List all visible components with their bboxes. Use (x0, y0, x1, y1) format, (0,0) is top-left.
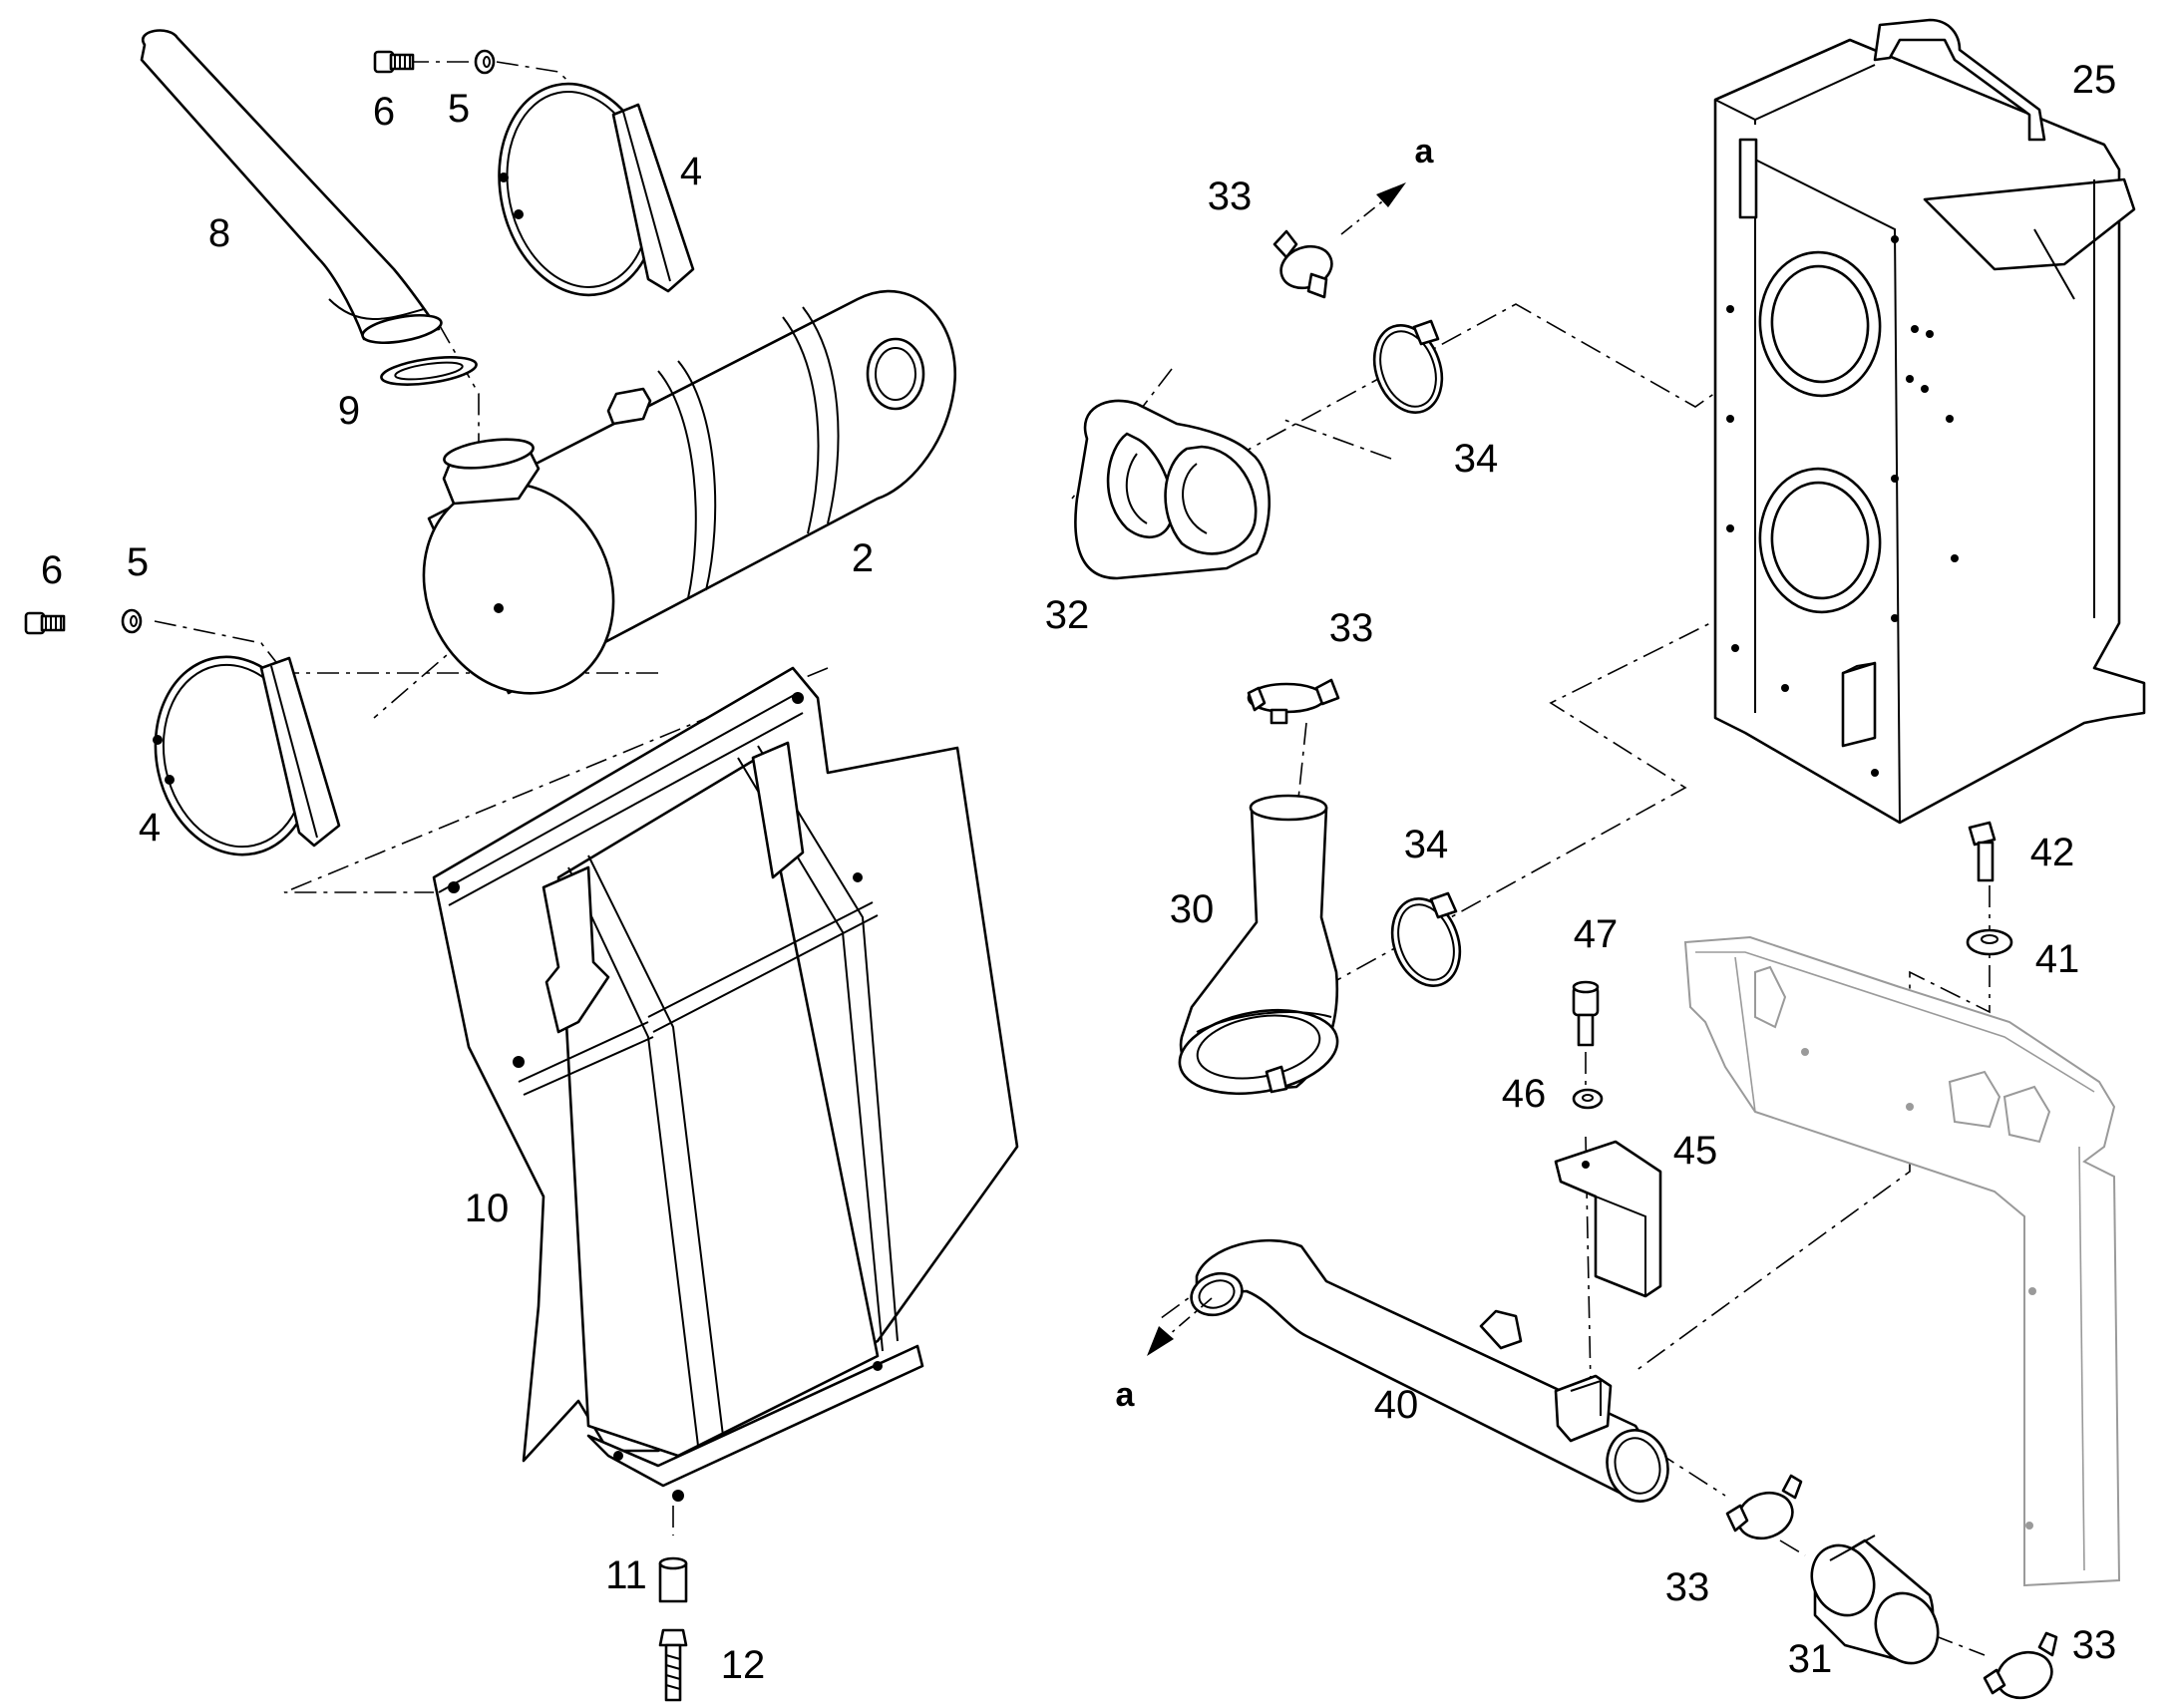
callout-5-left: 5 (127, 540, 149, 584)
callout-4-lower: 4 (139, 806, 161, 850)
chassis-bracket-context (1683, 935, 2121, 1587)
heat-shield-bracket-part-10 (432, 666, 1019, 1502)
washer-part-46 (1572, 1088, 1604, 1110)
callout-41: 41 (2035, 937, 2080, 981)
band-clamp-part-4-lower (153, 655, 341, 856)
callout-45: 45 (1673, 1129, 1718, 1173)
elbow-pipe-part-30 (1178, 794, 1339, 1096)
flow-label-a-bottom: a (1116, 1376, 1136, 1414)
flow-arrow-a-top (1340, 182, 1406, 235)
callout-4-top: 4 (680, 150, 702, 193)
flow-label-a-top: a (1415, 133, 1435, 171)
tail-pipe-part-8 (140, 29, 443, 345)
flow-arrow-a-bottom (1147, 1297, 1213, 1356)
bolt-part-6-left (24, 611, 66, 635)
callout-6-left: 6 (41, 548, 63, 592)
callout-42: 42 (2030, 831, 2075, 874)
callout-8: 8 (208, 211, 230, 255)
spacer-part-11 (658, 1556, 688, 1603)
callout-5-top: 5 (448, 87, 470, 131)
callout-31: 31 (1788, 1637, 1833, 1681)
washer-part-41 (1966, 928, 2013, 956)
y-pipe-part-32 (1074, 399, 1272, 580)
washer-part-5-left (121, 608, 143, 634)
hose-clamp-part-33-right (1983, 1631, 2058, 1700)
band-clamp-part-4-top (498, 82, 695, 297)
housing-part-25 (1713, 18, 2146, 825)
callout-labels: 8 6 5 4 9 2 6 5 4 10 11 12 33 34 32 33 3… (41, 58, 2116, 1687)
callout-2: 2 (852, 536, 874, 580)
callout-12: 12 (721, 1643, 766, 1687)
callout-34-top: 34 (1454, 437, 1499, 481)
hose-clamp-part-34-mid (1390, 891, 1462, 987)
callout-46: 46 (1502, 1072, 1547, 1116)
hose-clamp-part-33-mid (1247, 678, 1340, 725)
hose-clamp-part-34-top (1372, 319, 1444, 414)
washer-part-5-top (474, 49, 496, 75)
hose-coupling-part-31 (1810, 1535, 1940, 1665)
callout-33-low: 33 (1665, 1565, 1710, 1609)
callout-33-right: 33 (2072, 1623, 2117, 1667)
gasket-part-9 (380, 356, 478, 386)
muffler-part-2 (422, 289, 956, 695)
hose-clamp-part-33-top (1272, 229, 1333, 299)
callout-33-mid: 33 (1329, 606, 1374, 650)
callout-25: 25 (2072, 58, 2117, 102)
callout-32: 32 (1045, 593, 1090, 637)
bolt-part-12 (658, 1628, 688, 1702)
callout-9: 9 (338, 389, 360, 433)
callout-30: 30 (1170, 887, 1215, 931)
callout-10: 10 (465, 1187, 510, 1230)
intake-pipe-part-40 (1190, 1238, 1669, 1503)
bolt-part-47 (1572, 980, 1600, 1047)
bolt-part-42 (1968, 821, 1997, 882)
bracket-part-45 (1554, 1140, 1662, 1298)
callout-6-top: 6 (373, 90, 395, 134)
callout-34-mid: 34 (1404, 823, 1449, 866)
callout-33-top: 33 (1208, 174, 1253, 218)
callout-40: 40 (1374, 1383, 1419, 1427)
hose-clamp-part-33-low (1725, 1474, 1803, 1540)
callout-11: 11 (605, 1553, 647, 1597)
bolt-part-6-top (373, 50, 415, 74)
callout-47: 47 (1574, 912, 1619, 956)
